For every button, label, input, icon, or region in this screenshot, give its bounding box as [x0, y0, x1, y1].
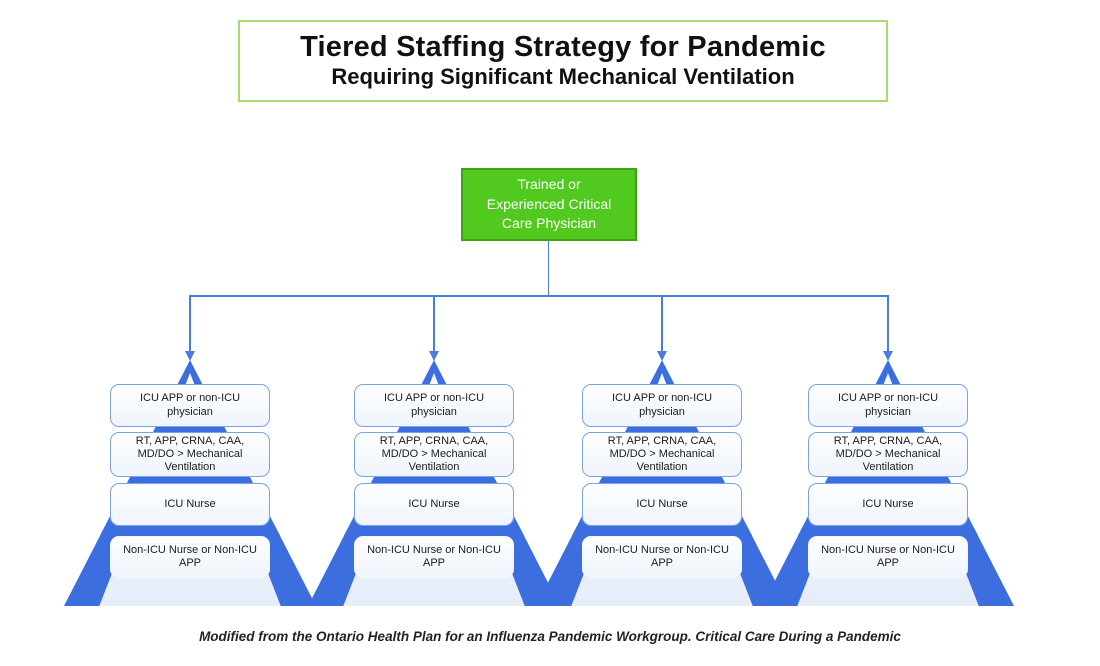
- tier-box-icu-nurse: ICU Nurse: [110, 483, 270, 526]
- tier-box-icu-app: ICU APP or non-ICU physician: [354, 384, 514, 427]
- connector-drop-2: [433, 295, 435, 352]
- tier-box-non-icu: Non-ICU Nurse or Non-ICU APP: [808, 536, 968, 578]
- tier-box-icu-nurse: ICU Nurse: [808, 483, 968, 526]
- tier-divider: [308, 477, 560, 483]
- tier-box-icu-app: ICU APP or non-ICU physician: [110, 384, 270, 427]
- tier-box-mech-vent: RT, APP, CRNA, CAA, MD/DO > Mechanical V…: [354, 432, 514, 477]
- tier-divider: [64, 526, 316, 536]
- tier-box-mech-vent: RT, APP, CRNA, CAA, MD/DO > Mechanical V…: [582, 432, 742, 477]
- tier-divider: [762, 526, 1014, 536]
- arrow-down-icon: [882, 351, 893, 361]
- tier-divider: [762, 477, 1014, 483]
- arrow-down-icon: [428, 351, 439, 361]
- tier-box-mech-vent: RT, APP, CRNA, CAA, MD/DO > Mechanical V…: [808, 432, 968, 477]
- tier-box-icu-app: ICU APP or non-ICU physician: [582, 384, 742, 427]
- root-node-critical-care-physician: Trained or Experienced Critical Care Phy…: [461, 168, 637, 241]
- tier-box-icu-nurse: ICU Nurse: [582, 483, 742, 526]
- tier-box-non-icu: Non-ICU Nurse or Non-ICU APP: [110, 536, 270, 578]
- arrow-down-icon: [656, 351, 667, 361]
- tier-box-icu-nurse: ICU Nurse: [354, 483, 514, 526]
- tier-divider: [536, 526, 788, 536]
- pyramid-4: ICU APP or non-ICU physician RT, APP, CR…: [762, 360, 1014, 606]
- tier-box-non-icu: Non-ICU Nurse or Non-ICU APP: [354, 536, 514, 578]
- page-subtitle: Requiring Significant Mechanical Ventila…: [331, 64, 795, 90]
- connector-drop-1: [189, 295, 191, 352]
- arrow-down-icon: [184, 351, 195, 361]
- tier-divider: [64, 477, 316, 483]
- connector-stem: [547, 241, 549, 296]
- connector-horizontal: [190, 295, 889, 297]
- tier-divider: [308, 526, 560, 536]
- tier-divider: [536, 427, 788, 432]
- connector-drop-4: [887, 295, 889, 352]
- tier-box-icu-app: ICU APP or non-ICU physician: [808, 384, 968, 427]
- pyramid-1: ICU APP or non-ICU physician RT, APP, CR…: [64, 360, 316, 606]
- connector-drop-3: [661, 295, 663, 352]
- source-caption: Modified from the Ontario Health Plan fo…: [199, 629, 901, 644]
- tier-box-non-icu: Non-ICU Nurse or Non-ICU APP: [582, 536, 742, 578]
- title-box: Tiered Staffing Strategy for Pandemic Re…: [238, 20, 888, 102]
- tier-divider: [762, 427, 1014, 432]
- tier-divider: [308, 427, 560, 432]
- pyramid-3: ICU APP or non-ICU physician RT, APP, CR…: [536, 360, 788, 606]
- tier-divider: [64, 427, 316, 432]
- tier-divider: [536, 477, 788, 483]
- page-title: Tiered Staffing Strategy for Pandemic: [300, 31, 826, 64]
- pyramid-2: ICU APP or non-ICU physician RT, APP, CR…: [308, 360, 560, 606]
- tier-box-mech-vent: RT, APP, CRNA, CAA, MD/DO > Mechanical V…: [110, 432, 270, 477]
